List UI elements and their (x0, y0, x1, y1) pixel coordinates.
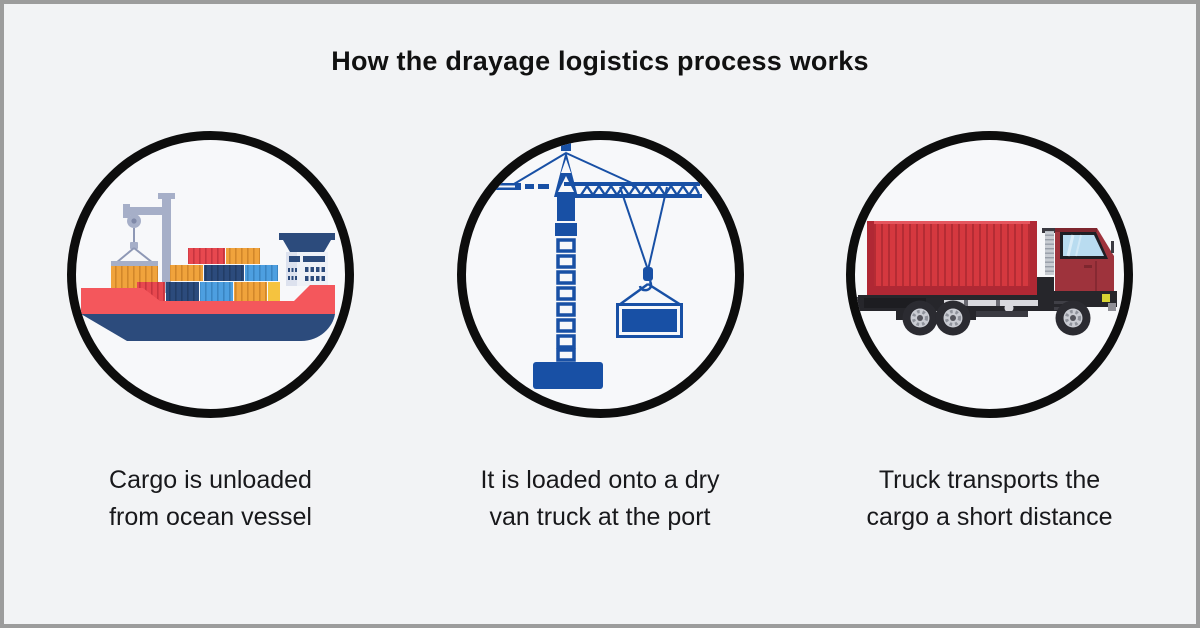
step-3-caption: Truck transports the cargo a short dista… (846, 462, 1133, 536)
truck-exhaust (1042, 228, 1056, 275)
step-1-caption: Cargo is unloaded from ocean vessel (67, 462, 354, 536)
port-crane-icon (486, 143, 702, 389)
steps-icon-row (4, 131, 1196, 418)
caption-line: Cargo is unloaded (109, 466, 312, 494)
ship-container-stack (137, 248, 280, 301)
truck-cab (1037, 228, 1117, 311)
ship-hull (81, 285, 335, 341)
ship-deck-crane (111, 193, 175, 293)
caption-line: from ocean vessel (109, 503, 312, 531)
step-2-circle (456, 131, 744, 418)
page-title: How the drayage logistics process works (331, 46, 869, 76)
steps-caption-row: Cargo is unloaded from ocean vessel It i… (4, 462, 1196, 536)
caption-line: cargo a short distance (866, 503, 1113, 531)
caption-line: It is loaded onto a dry (480, 466, 720, 494)
step-2-caption: It is loaded onto a dry van truck at the… (457, 462, 744, 536)
truck-container (867, 221, 1037, 295)
crane-hoist (615, 186, 683, 338)
caption-line: van truck at the port (489, 503, 711, 531)
ship-superstructure (279, 233, 335, 286)
crane-structure (486, 143, 702, 389)
caption-line: Truck transports the (878, 466, 1101, 494)
truck-wheels (902, 300, 1091, 336)
crane-base (532, 362, 603, 389)
container-truck-icon (855, 221, 1117, 336)
step-3-circle (846, 131, 1133, 418)
cargo-ship-icon (81, 193, 335, 341)
step-1-circle (67, 131, 354, 418)
